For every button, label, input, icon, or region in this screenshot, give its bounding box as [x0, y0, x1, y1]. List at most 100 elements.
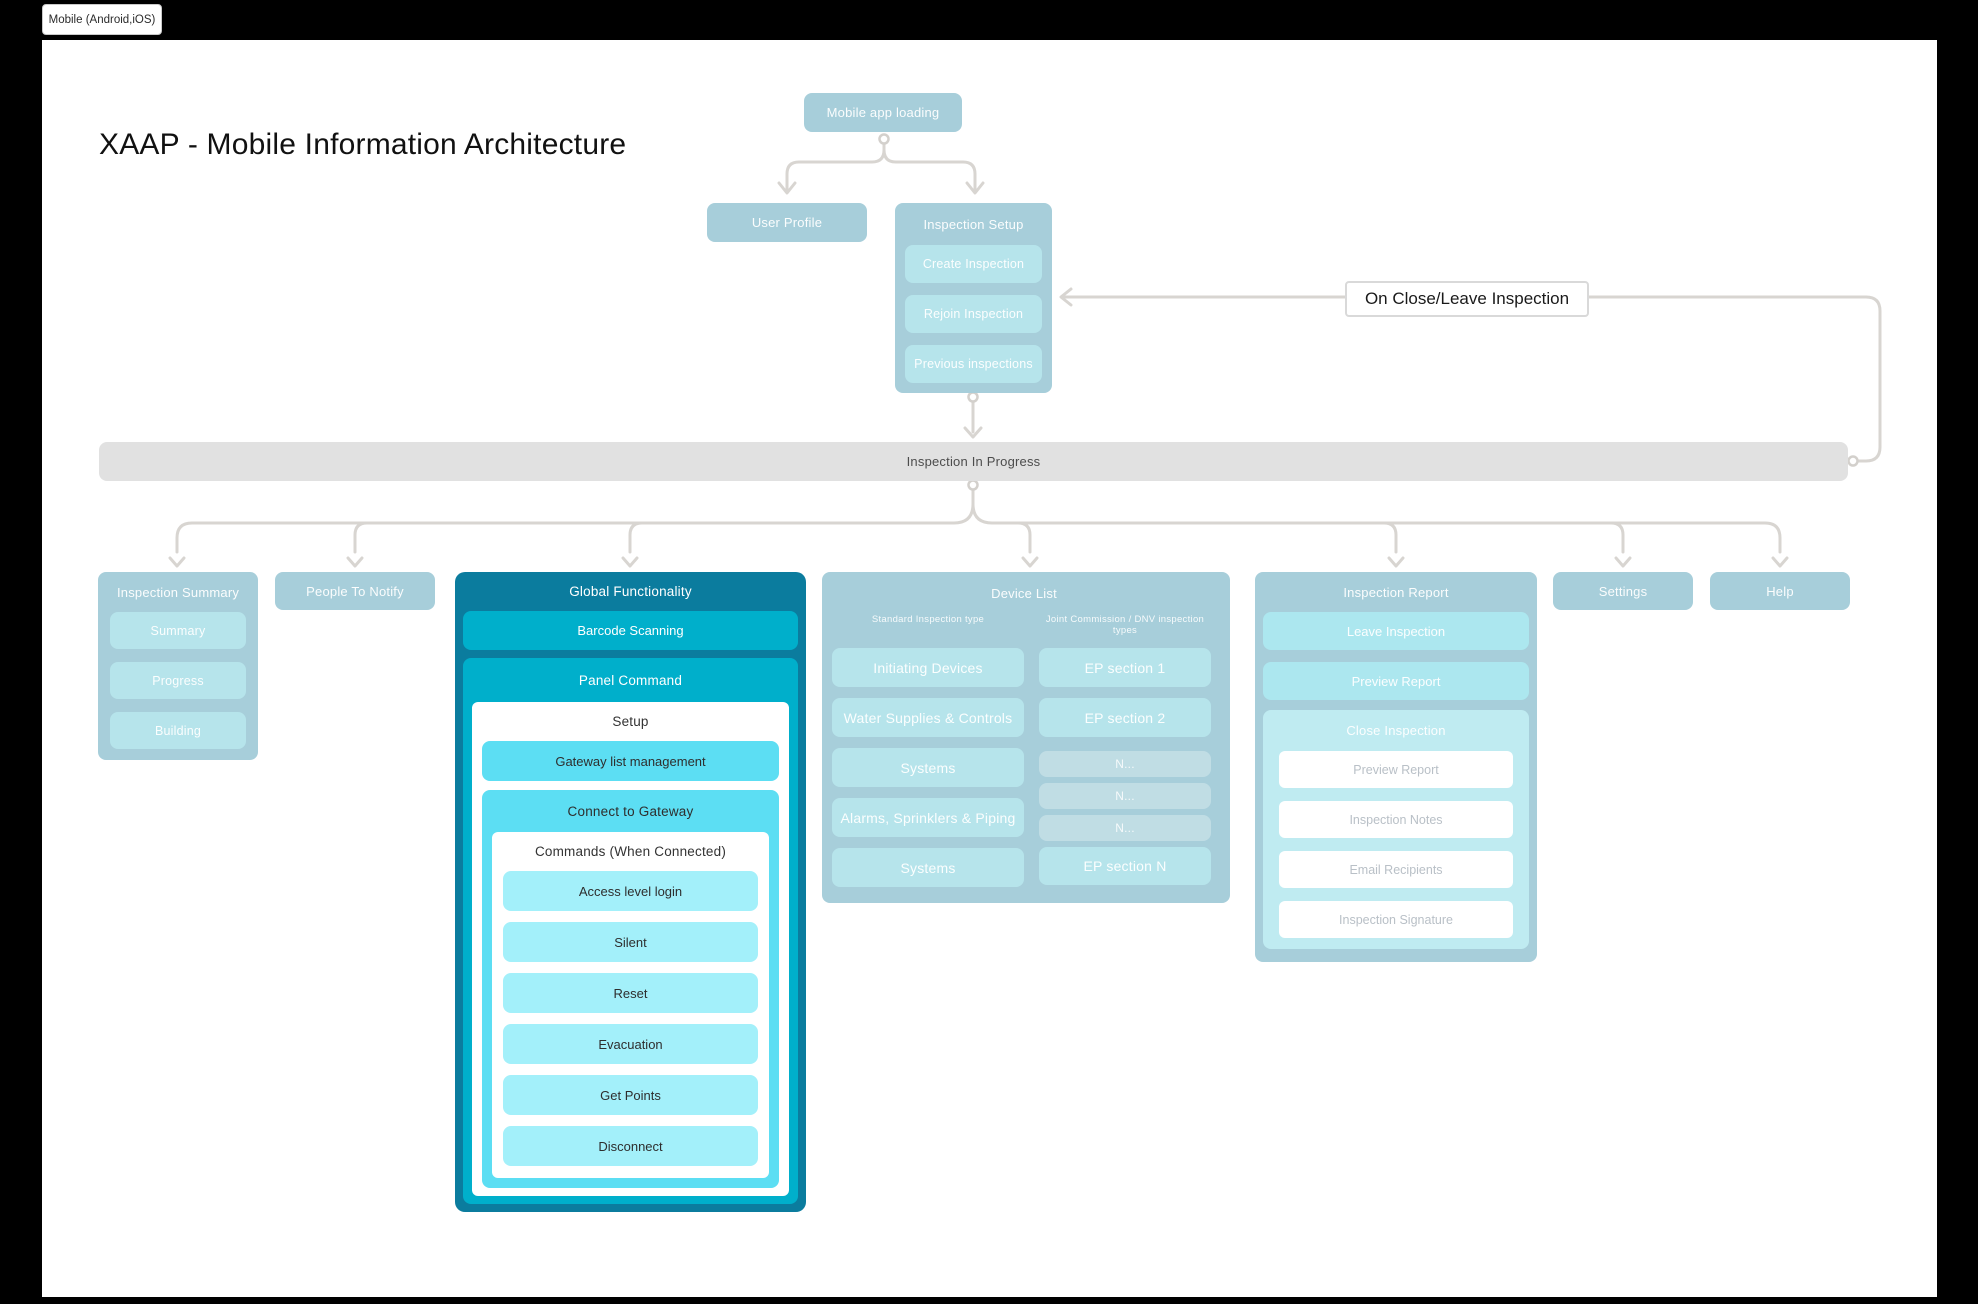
- node-label: Inspection Signature: [1339, 912, 1453, 927]
- node-disconnect[interactable]: Disconnect: [503, 1126, 758, 1166]
- node-mobile-app-loading[interactable]: Mobile app loading: [804, 93, 962, 132]
- node-label: Preview Report: [1353, 762, 1439, 777]
- node-reset[interactable]: Reset: [503, 973, 758, 1013]
- node-label: Inspection Notes: [1349, 812, 1443, 827]
- node-initiating-devices[interactable]: Initiating Devices: [832, 648, 1024, 687]
- group-global-functionality[interactable]: Global Functionality Barcode Scanning Pa…: [455, 572, 806, 1212]
- node-inspection-in-progress[interactable]: Inspection In Progress: [99, 442, 1848, 481]
- node-email-recipients[interactable]: Email Recipients: [1279, 851, 1513, 888]
- node-get-points[interactable]: Get Points: [503, 1075, 758, 1115]
- node-alarms-sprinklers-piping[interactable]: Alarms, Sprinklers & Piping: [832, 798, 1024, 837]
- node-inspection-notes[interactable]: Inspection Notes: [1279, 801, 1513, 838]
- node-preview-report[interactable]: Preview Report: [1263, 662, 1529, 700]
- node-evacuation[interactable]: Evacuation: [503, 1024, 758, 1064]
- node-label: Rejoin Inspection: [923, 307, 1024, 321]
- node-label: EP section 2: [1084, 709, 1166, 726]
- group-title: Panel Command: [578, 672, 683, 688]
- node-label: Create Inspection: [922, 257, 1025, 271]
- node-label: Access level login: [578, 883, 683, 899]
- node-leave-inspection[interactable]: Leave Inspection: [1263, 612, 1529, 650]
- node-label: Water Supplies & Controls: [843, 709, 1013, 726]
- node-label: Reset: [613, 985, 648, 1001]
- node-help[interactable]: Help: [1710, 572, 1850, 610]
- column-header: Standard Inspection type: [871, 614, 985, 625]
- node-building[interactable]: Building: [110, 712, 246, 749]
- node-water-supplies-controls[interactable]: Water Supplies & Controls: [832, 698, 1024, 737]
- canvas-tab-mobile[interactable]: Mobile (Android,iOS): [42, 4, 162, 35]
- group-title: Connect to Gateway: [567, 803, 694, 819]
- group-close-inspection[interactable]: Close Inspection Preview Report Inspecti…: [1263, 710, 1529, 949]
- node-label: Settings: [1598, 583, 1648, 599]
- group-inspection-report[interactable]: Inspection Report Leave Inspection Previ…: [1255, 572, 1537, 962]
- node-progress[interactable]: Progress: [110, 662, 246, 699]
- node-user-profile[interactable]: User Profile: [707, 203, 867, 242]
- node-label: Alarms, Sprinklers & Piping: [840, 809, 1016, 826]
- node-create-inspection[interactable]: Create Inspection: [905, 245, 1042, 283]
- node-label: Preview Report: [1351, 673, 1441, 689]
- node-barcode-scanning[interactable]: Barcode Scanning: [463, 611, 798, 650]
- node-summary[interactable]: Summary: [110, 612, 246, 649]
- node-ep-section-2[interactable]: EP section 2: [1039, 698, 1211, 737]
- node-systems[interactable]: Systems: [832, 748, 1024, 787]
- group-setup[interactable]: Setup Gateway list management Connect to…: [472, 702, 789, 1196]
- node-label: Systems: [900, 859, 956, 876]
- node-label: Mobile app loading: [826, 105, 940, 120]
- node-ep-section-n[interactable]: EP section N: [1039, 847, 1211, 885]
- tab-label: Mobile (Android,iOS): [48, 13, 156, 26]
- node-label: Systems: [900, 759, 956, 776]
- node-label: Summary: [150, 623, 206, 638]
- group-title: Commands (When Connected): [534, 844, 727, 859]
- node-label: Initiating Devices: [873, 659, 983, 676]
- group-title: Inspection Setup: [923, 216, 1024, 232]
- device-list-jc-dnv-column: Joint Commission / DNV inspection types …: [1039, 614, 1211, 898]
- group-connect-to-gateway[interactable]: Connect to Gateway Commands (When Connec…: [482, 790, 779, 1188]
- group-title: Close Inspection: [1346, 723, 1446, 738]
- node-people-to-notify[interactable]: People To Notify: [275, 572, 435, 610]
- node-label: N...: [1115, 821, 1135, 835]
- group-commands-when-connected[interactable]: Commands (When Connected) Access level l…: [492, 832, 769, 1178]
- node-label: EP section N: [1083, 858, 1167, 874]
- node-n-ellipsis[interactable]: N...: [1039, 815, 1211, 841]
- column-header: Joint Commission / DNV inspection types: [1045, 614, 1205, 636]
- node-label: Barcode Scanning: [577, 623, 684, 638]
- node-rejoin-inspection[interactable]: Rejoin Inspection: [905, 295, 1042, 333]
- node-gateway-list-management[interactable]: Gateway list management: [482, 741, 779, 781]
- page-title: XAAP - Mobile Information Architecture: [99, 128, 627, 161]
- node-n-ellipsis[interactable]: N...: [1039, 783, 1211, 809]
- node-label: Evacuation: [598, 1036, 663, 1052]
- node-label: User Profile: [751, 215, 823, 230]
- node-ep-section-1[interactable]: EP section 1: [1039, 648, 1211, 687]
- node-label: Silent: [614, 934, 647, 950]
- node-label: Help: [1766, 583, 1794, 599]
- group-title: Device List: [991, 585, 1057, 601]
- node-settings[interactable]: Settings: [1553, 572, 1693, 610]
- group-title: Inspection Report: [1343, 584, 1449, 600]
- node-label: Inspection In Progress: [906, 454, 1041, 469]
- node-label: Leave Inspection: [1346, 623, 1446, 639]
- node-label: N...: [1115, 757, 1135, 771]
- node-previous-inspections[interactable]: Previous inspections: [905, 345, 1042, 383]
- node-inspection-signature[interactable]: Inspection Signature: [1279, 901, 1513, 938]
- node-label: Get Points: [600, 1087, 661, 1103]
- node-silent[interactable]: Silent: [503, 922, 758, 962]
- node-label: N...: [1115, 789, 1135, 803]
- node-label: Previous inspections: [914, 357, 1033, 371]
- node-label: Building: [154, 723, 202, 738]
- node-n-ellipsis[interactable]: N...: [1039, 751, 1211, 777]
- group-panel-command[interactable]: Panel Command Setup Gateway list managem…: [463, 658, 798, 1204]
- group-title: Setup: [612, 714, 649, 729]
- group-title: Global Functionality: [569, 584, 692, 599]
- node-label: Disconnect: [598, 1138, 663, 1154]
- node-label: Gateway list management: [555, 753, 706, 769]
- group-inspection-summary[interactable]: Inspection Summary Summary Progress Buil…: [98, 572, 258, 760]
- edge-label-on-close-leave-inspection[interactable]: On Close/Leave Inspection: [1345, 281, 1589, 317]
- node-label: People To Notify: [306, 583, 404, 599]
- node-preview-report-2[interactable]: Preview Report: [1279, 751, 1513, 788]
- node-systems-2[interactable]: Systems: [832, 848, 1024, 887]
- group-device-list[interactable]: Device List Standard Inspection type Ini…: [822, 572, 1230, 903]
- group-title: Inspection Summary: [116, 584, 240, 600]
- node-label: Email Recipients: [1349, 862, 1443, 877]
- group-inspection-setup[interactable]: Inspection Setup Create Inspection Rejoi…: [895, 203, 1052, 393]
- node-access-level-login[interactable]: Access level login: [503, 871, 758, 911]
